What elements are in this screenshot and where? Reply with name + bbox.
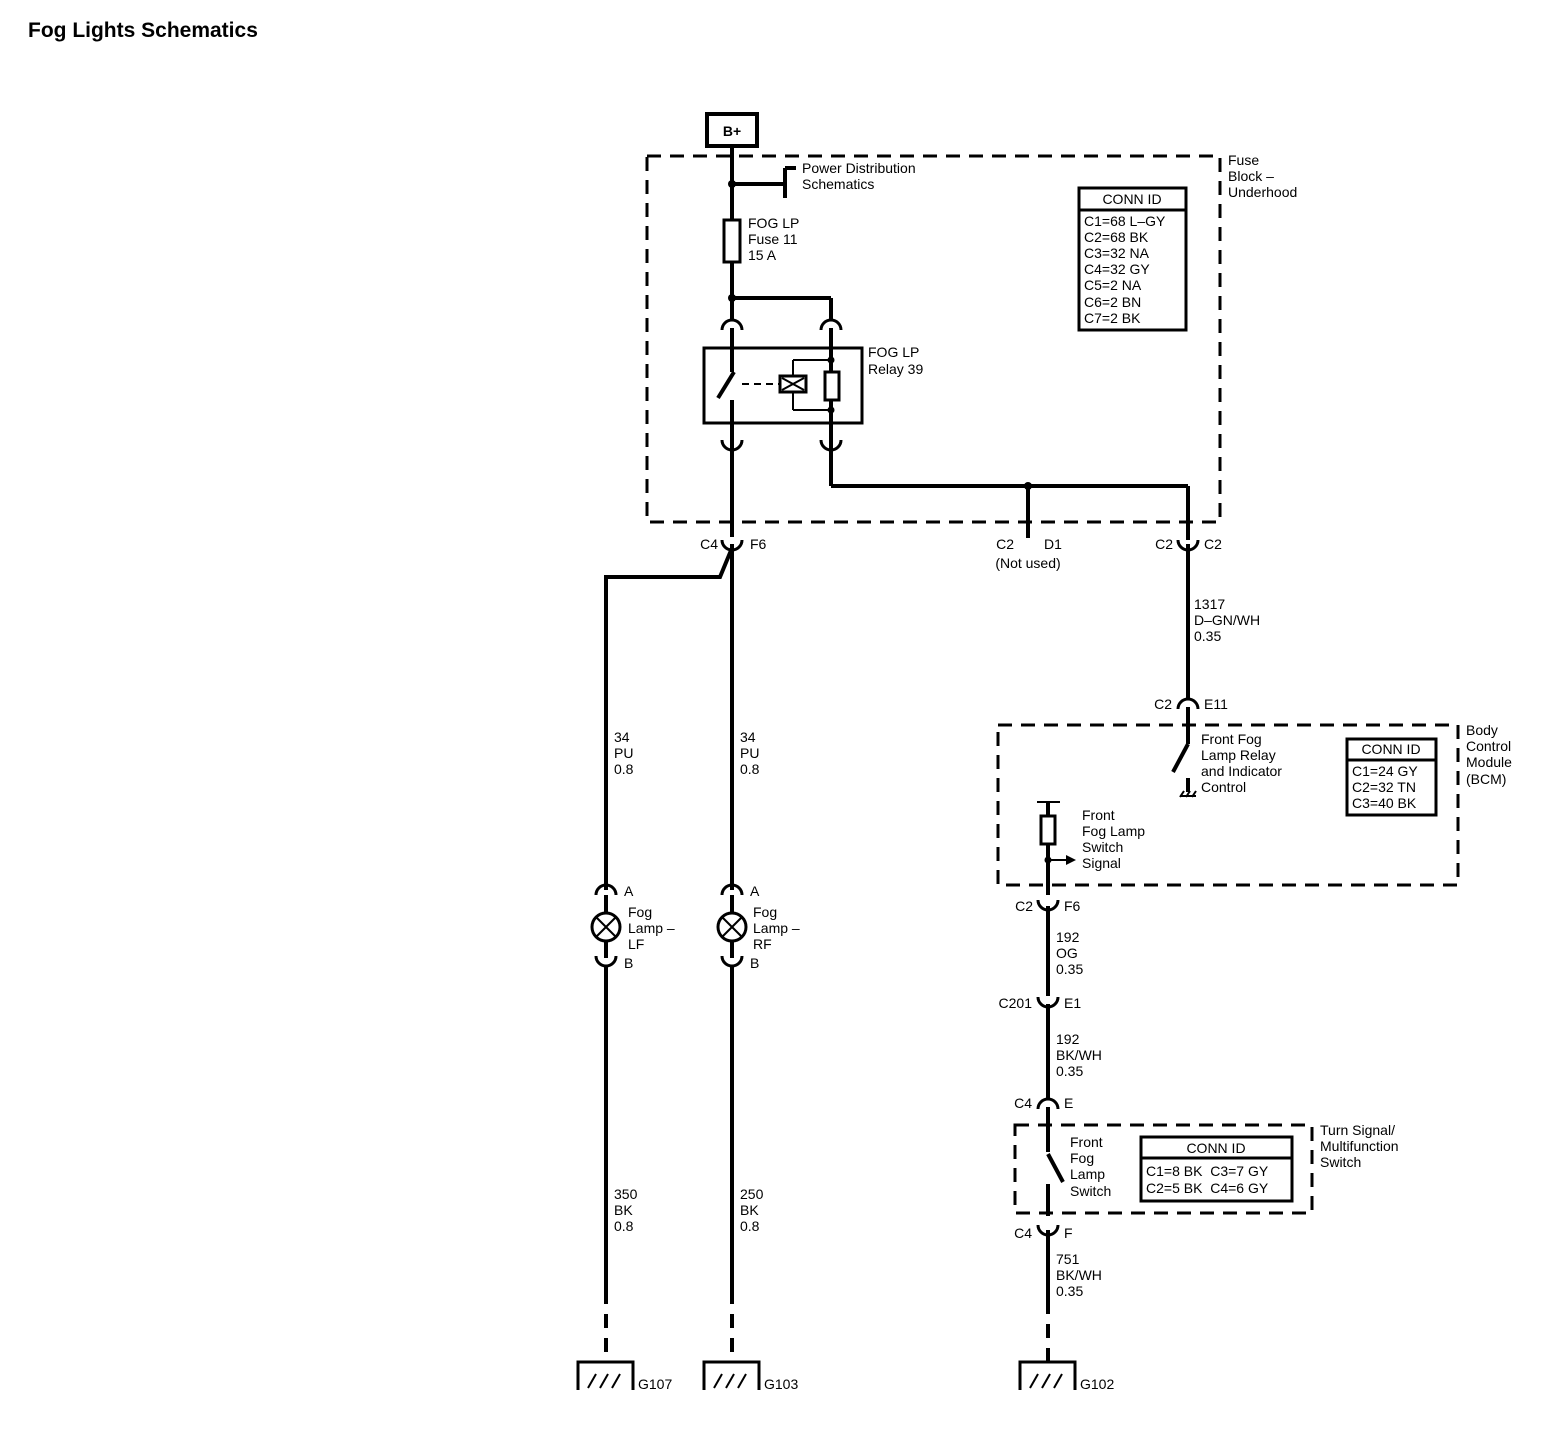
svg-text:G103: G103 [764,1376,798,1392]
svg-text:E1: E1 [1064,995,1081,1011]
svg-text:A: A [624,883,634,899]
front-fog-lamp-switch: Front Fog Lamp Switch [1046,1107,1111,1216]
svg-text:F: F [1064,1225,1073,1241]
turn-signal-switch-label: Turn Signal/ Multifunction Switch [1320,1122,1402,1170]
svg-text:CONN ID: CONN ID [1361,741,1420,757]
svg-text:CONN ID: CONN ID [1186,1140,1245,1156]
svg-text:Fog Lamp – LF: Fog Lamp – LF [628,904,679,952]
svg-text:D1: D1 [1044,536,1062,552]
wire-250-label: 250 BK 0.8 [740,1186,767,1234]
turn-signal-conn-id-table: CONN ID C1=8 BK C3=7 GY C2=5 BK C4=6 GY [1139,1135,1294,1203]
svg-text:F6: F6 [1064,898,1081,914]
ground-g102: G102 [1018,1360,1114,1392]
fuse-block-conn-rows: C1=68 L–GY C2=68 BK C3=32 NA C4=32 GY C5… [1084,213,1169,326]
wire-192-og-label: 192 OG 0.35 [1056,929,1083,977]
fuse-block-label: Fuse Block – Underhood [1228,152,1297,200]
wire-1317-label: 1317 D–GN/WH 0.35 [1194,596,1264,644]
fog-lamp-rf: A B Fog Lamp – RF [716,883,804,971]
bcm-outline [996,723,1460,887]
svg-text:A: A [750,883,760,899]
fuse-label: FOG LP Fuse 11 15 A [748,215,803,263]
svg-text:Front Fog Lamp Relay: Front Fog Lamp Relay and Indicator Contr… [1201,731,1286,795]
svg-text:C1=8 BK C3=7 GY C2=5 BK: C1=8 BK C3=7 GY C2=5 BK C4=6 GY [1146,1163,1272,1196]
connector-c2-d1-not-used: C2 D1 (Not used) [995,536,1062,571]
fog-lp-fuse: FOG LP Fuse 11 15 A [722,215,803,320]
connector-c2-e11: C2 E11 [1154,696,1228,712]
fog-lp-relay: FOG LP Relay 39 [702,344,923,425]
bcm-conn-id-table: CONN ID C1=24 GY C2=32 TN C3=40 BK [1345,737,1438,817]
fuse-block-conn-title: CONN ID [1102,191,1161,207]
relay-label: FOG LP Relay 39 [868,344,923,377]
svg-text:E11: E11 [1204,696,1228,712]
svg-text:F6: F6 [750,536,767,552]
relay-top-left-connector [720,318,744,331]
page-title: Fog Lights Schematics [28,19,258,42]
wire-751-label: 751 BK/WH 0.35 [1056,1251,1106,1299]
power-distribution-label: Power Distribution Schematics [802,160,920,192]
fuse-block-conn-id-table: CONN ID C1=68 L–GY C2=68 BK C3=32 NA C4=… [1077,186,1188,332]
svg-text:C1=24 GY C2=32 TN: C1=24 GY C2=32 TN C3=40 BK [1352,763,1421,811]
connector-c4-f: C4 F [1014,1224,1073,1241]
fuse-block-outline [645,154,1222,524]
svg-text:C201: C201 [999,995,1033,1011]
svg-text:Front Fog Lamp: Front Fog Lamp Switch [1070,1134,1111,1199]
svg-text:C4: C4 [700,536,718,552]
svg-text:C4: C4 [1014,1095,1032,1111]
svg-text:Front Fog Lamp Swi: Front Fog Lamp Switch Signal [1082,807,1149,871]
svg-text:C2: C2 [1155,536,1173,552]
turn-signal-switch-outline [1013,1123,1314,1215]
battery-positive-source: B+ [705,112,759,148]
svg-text:G107: G107 [638,1376,672,1392]
svg-text:C2: C2 [1154,696,1172,712]
connector-c4-e: C4 E [1014,1095,1073,1111]
power-distribution-reference: Power Distribution Schematics [728,146,920,220]
bcm-relay-control-switch: Front Fog Lamp Relay and Indicator Contr… [1171,707,1286,798]
svg-text:C2: C2 [1015,898,1033,914]
wire-34-rf-label: 34 PU 0.8 [740,729,763,777]
svg-text:C2: C2 [996,536,1014,552]
svg-text:B: B [750,955,759,971]
svg-text:G102: G102 [1080,1376,1114,1392]
connector-c201-e1: C201 E1 [999,995,1082,1011]
bcm-switch-signal-input: Front Fog Lamp Switch Signal [1037,801,1149,895]
b-plus-label: B+ [723,123,741,139]
wire-350-label: 350 BK 0.8 [614,1186,641,1234]
svg-text:B: B [624,955,633,971]
svg-text:Fog Lamp – RF: Fog Lamp – RF [753,904,804,952]
ground-g107: G107 [576,1360,672,1392]
svg-text:E: E [1064,1095,1073,1111]
svg-text:C2: C2 [1204,536,1222,552]
relay-top-right-connector [819,318,843,331]
fog-lamp-lf: A B Fog Lamp – LF [590,883,679,971]
wire-34-lf-label: 34 PU 0.8 [614,729,637,777]
svg-text:(Not used): (Not used) [995,555,1060,571]
bcm-label: Body Control Module (BCM) [1466,722,1516,787]
wire-192-bkwh-label: 192 BK/WH 0.35 [1056,1031,1106,1079]
svg-text:C4: C4 [1014,1225,1032,1241]
ground-g103: G103 [702,1360,798,1392]
